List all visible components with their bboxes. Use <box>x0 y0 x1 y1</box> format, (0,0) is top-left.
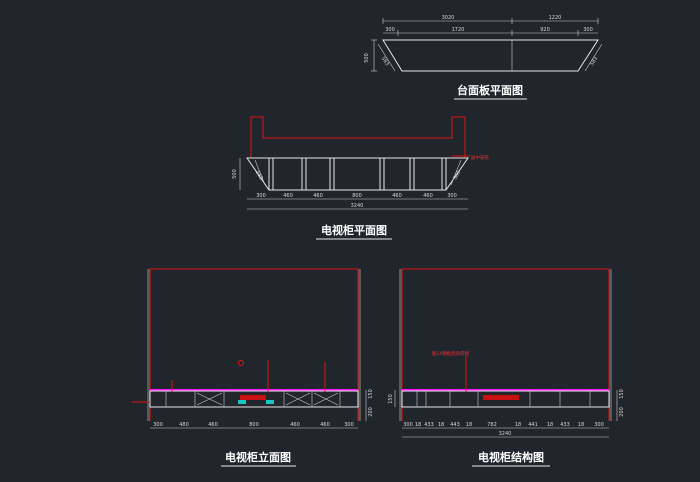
dim-line-angled <box>450 159 462 186</box>
dim-text: 480 <box>179 422 189 428</box>
dim-text: 300 <box>385 27 395 33</box>
dim-text: 583 <box>380 56 390 67</box>
dim-text: 443 <box>450 422 460 428</box>
countertop-outline <box>382 39 599 72</box>
dim-text: 583 <box>254 170 264 181</box>
dim-text: 200 <box>619 407 625 417</box>
dim-text: 1720 <box>452 27 465 33</box>
wall-outline <box>250 116 466 158</box>
device-label-box <box>240 395 266 400</box>
dim-text: 300 <box>344 422 354 428</box>
dim-text: 500 <box>232 169 238 179</box>
dim-text: 200 <box>368 407 374 417</box>
dim-text: 460 <box>290 422 300 428</box>
steel-plate-label <box>483 395 519 400</box>
dim-text: 500 <box>364 53 370 63</box>
dim-text: 583 <box>589 56 599 67</box>
dim-text: 433 <box>560 422 570 428</box>
dim-text: 460 <box>208 422 218 428</box>
dim-text: 300 <box>153 422 163 428</box>
dim-text: 782 <box>487 422 497 428</box>
cabinet-outline <box>246 157 469 191</box>
wall-left <box>399 269 402 421</box>
countertop-plan: 3020 1220 300 1720 920 300 500 583 583 台… <box>364 15 603 100</box>
dim-text: 460 <box>423 193 433 199</box>
center-install-note: 居中安装 <box>471 154 489 161</box>
tv-cabinet-structure: 图14钢板后背焊接 150 200 150 300 18 433 18 443 … <box>388 268 625 467</box>
dim-text: 18 <box>466 422 472 428</box>
dim-text: 920 <box>540 27 550 33</box>
tv-cabinet-plan-title: 电视柜平面图 <box>321 223 387 237</box>
dim-text: 433 <box>424 422 434 428</box>
dim-text: 800 <box>352 193 362 199</box>
dim-text: 300 <box>256 193 266 199</box>
wall-right <box>609 269 612 421</box>
tv-cabinet-elevation-title: 电视柜立面图 <box>225 450 291 464</box>
marker-circle <box>238 360 244 366</box>
tv-cabinet-elevation: 300 480 460 800 460 460 300 200 150 电视柜立… <box>132 268 374 467</box>
dim-text: 150 <box>619 389 625 399</box>
tv-cabinet-plan: 居中安装 500 583 583 300 460 460 800 460 460… <box>232 116 489 240</box>
structure-wall-outline <box>401 268 610 421</box>
dim-line-angled <box>377 43 396 72</box>
dim-text: 3240 <box>351 203 364 209</box>
wall-left <box>147 269 150 421</box>
tv-cabinet-structure-title: 电视柜结构图 <box>478 450 544 464</box>
dim-text: 18 <box>515 422 521 428</box>
structure-note: 图14钢板后背焊接 <box>432 350 470 357</box>
dim-line-angled <box>254 159 266 186</box>
dim-text: 3240 <box>499 431 512 437</box>
cabinet-frame <box>401 390 610 408</box>
dim-text: 300 <box>594 422 604 428</box>
dim-text: 460 <box>313 193 323 199</box>
dim-text: 800 <box>249 422 259 428</box>
dim-text: 460 <box>283 193 293 199</box>
dim-text: 300 <box>583 27 593 33</box>
open-shelf-hatching <box>196 392 339 406</box>
countertop-plan-title: 台面板平面图 <box>457 83 523 97</box>
device-cyan <box>266 400 274 404</box>
dim-text: 18 <box>415 422 421 428</box>
elevation-wall-outline <box>149 268 359 421</box>
dim-text: 18 <box>438 422 444 428</box>
dim-text: 150 <box>388 394 394 404</box>
dim-text: 3020 <box>442 15 455 21</box>
dim-text: 583 <box>452 170 462 181</box>
dim-text: 1220 <box>549 15 562 21</box>
dim-text: 300 <box>403 422 413 428</box>
cabinet-body <box>149 390 359 408</box>
dim-line-angled <box>584 43 603 72</box>
device-cyan <box>238 400 246 404</box>
dim-text: 18 <box>547 422 553 428</box>
dim-text: 18 <box>578 422 584 428</box>
dim-text: 460 <box>320 422 330 428</box>
dim-text: 150 <box>368 389 374 399</box>
dim-text: 300 <box>447 193 457 199</box>
dim-text: 460 <box>392 193 402 199</box>
dim-text: 441 <box>528 422 538 428</box>
wall-right <box>358 269 361 421</box>
